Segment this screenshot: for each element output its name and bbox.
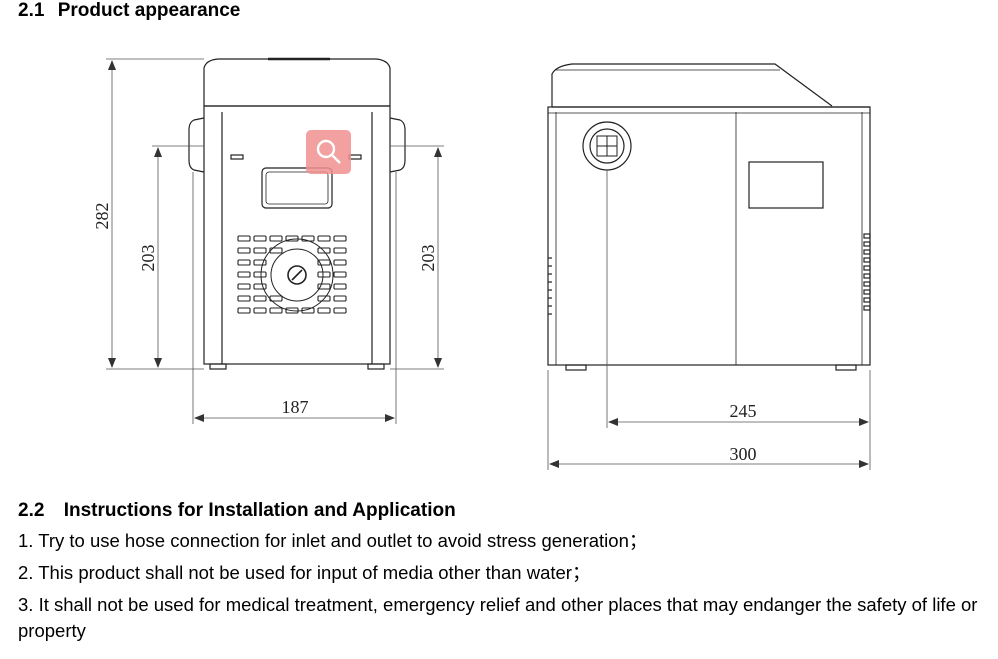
dim-height-body-right: 203 bbox=[418, 245, 438, 272]
section-heading-2-1: 2.1 Product appearance bbox=[18, 0, 240, 22]
dim-height-body-left: 203 bbox=[138, 245, 158, 272]
search-icon bbox=[316, 139, 341, 164]
section-title: Instructions for Installation and Applic… bbox=[63, 500, 456, 521]
section-title: Product appearance bbox=[57, 0, 241, 21]
side-dimensions bbox=[547, 170, 871, 470]
instruction-item-3: 3. It shall not be used for medical trea… bbox=[18, 594, 978, 641]
technical-drawing: 282 203 203 187 bbox=[92, 57, 871, 470]
instruction-item-2: 2. This product shall not be used for in… bbox=[18, 562, 591, 583]
front-dimensions bbox=[106, 58, 444, 424]
front-view bbox=[188, 57, 406, 370]
section-heading-2-2: 2.2 Instructions for Installation and Ap… bbox=[18, 500, 456, 522]
section-number: 2.1 bbox=[18, 0, 45, 21]
dim-depth-overall: 300 bbox=[730, 444, 757, 464]
side-view bbox=[547, 63, 871, 371]
instruction-item-1: 1. Try to use hose connection for inlet … bbox=[18, 530, 648, 551]
zoom-badge[interactable] bbox=[306, 130, 351, 174]
dim-depth-body: 245 bbox=[730, 401, 757, 421]
dim-width: 187 bbox=[282, 397, 309, 417]
section-number: 2.2 bbox=[18, 500, 45, 521]
fan-grill bbox=[237, 235, 347, 314]
dim-height-overall: 282 bbox=[92, 203, 112, 230]
